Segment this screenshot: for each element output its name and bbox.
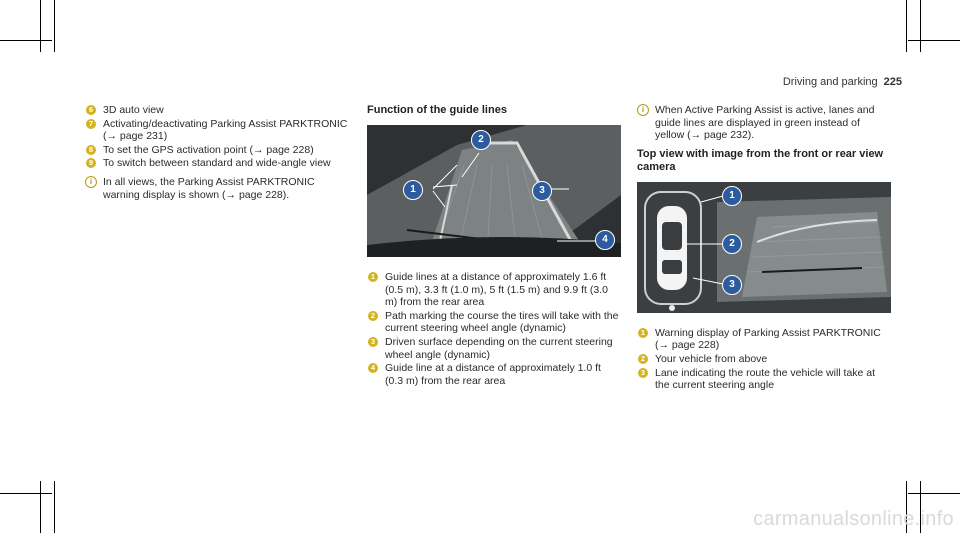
- list-item: 8 To set the GPS activation point (→ page…: [85, 144, 350, 157]
- item-number-badge: 2: [368, 310, 378, 321]
- callout-3: 3: [532, 181, 552, 201]
- crop-mark: [40, 481, 41, 533]
- info-note: i In all views, the Parking Assist PARKTR…: [85, 175, 350, 201]
- item-number-badge: 3: [368, 336, 378, 347]
- list-item: 6 3D auto view: [85, 104, 350, 117]
- item-text: Driven surface depending on the current …: [385, 335, 613, 361]
- crop-mark: [908, 40, 960, 41]
- item-text: 3D auto view: [103, 104, 164, 116]
- callout-2: 2: [722, 233, 742, 254]
- list-item: 3 Lane indicating the route the vehicle w…: [637, 367, 891, 392]
- list-item: 1 Warning display of Parking Assist PARKT…: [637, 327, 891, 352]
- item-text: Warning display of Parking Assist PARKTR…: [655, 326, 881, 352]
- list-item: 2 Your vehicle from above: [637, 353, 891, 366]
- item-number-badge: 8: [86, 144, 96, 155]
- list-item: 1 Guide lines at a distance of approximat…: [367, 271, 621, 309]
- item-text: Path marking the course the tires will t…: [385, 309, 619, 335]
- item-text: To switch between standard and wide-angl…: [103, 157, 331, 170]
- item-number-badge: 1: [368, 272, 378, 282]
- callout-1: 1: [722, 185, 742, 206]
- callout-3: 3: [722, 274, 742, 295]
- crop-mark: [906, 0, 907, 52]
- note-text: When Active Parking Assist is active, la…: [655, 104, 875, 142]
- page-header: Driving and parking 225: [783, 76, 902, 88]
- list-item: 4 Guide line at a distance of approximate…: [367, 362, 621, 387]
- item-number-badge: 6: [86, 105, 96, 115]
- list-item: 9 To switch between standard and wide-ang…: [85, 157, 350, 170]
- list-item: 7 Activating/deactivating Parking Assist …: [85, 118, 350, 143]
- callout-4: 4: [595, 230, 615, 250]
- item-number-badge: 7: [86, 118, 96, 129]
- crop-mark: [906, 481, 907, 533]
- item-text: Guide lines at a distance of approximate…: [385, 271, 608, 309]
- item-number-badge: 3: [638, 367, 648, 378]
- crop-mark: [0, 493, 52, 494]
- info-icon: i: [85, 175, 97, 188]
- crop-mark: [40, 0, 41, 52]
- callout-2: 2: [471, 130, 491, 150]
- note-text: In all views, the Parking Assist PARKTRO…: [103, 175, 315, 201]
- crop-mark: [54, 0, 55, 52]
- page-number: 225: [883, 76, 902, 88]
- item-number-badge: 2: [638, 353, 648, 364]
- crop-mark: [908, 493, 960, 494]
- column-1: 6 3D auto view 7 Activating/deactivating P…: [85, 104, 350, 202]
- info-icon: i: [637, 104, 649, 116]
- item-number-badge: 4: [368, 363, 378, 374]
- info-note: i When Active Parking Assist is active, l…: [637, 104, 891, 142]
- crop-mark: [920, 481, 921, 533]
- top-view-camera-image: 1 2 3: [637, 181, 891, 313]
- rear-camera-image: 1 2 3 4: [367, 125, 621, 257]
- camera-scene: [637, 181, 891, 313]
- item-text: Activating/deactivating Parking Assist P…: [103, 117, 348, 143]
- watermark: carmanualsonline.info: [753, 508, 954, 530]
- item-text: Lane indicating the route the vehicle wi…: [655, 366, 876, 392]
- list-item: 2 Path marking the course the tires will …: [367, 310, 621, 335]
- list-item: 3 Driven surface depending on the current…: [367, 336, 621, 361]
- section-heading: Function of the guide lines: [367, 104, 507, 116]
- item-text: Guide line at a distance of approximatel…: [385, 362, 601, 387]
- column-3: i When Active Parking Assist is active, l…: [637, 104, 891, 393]
- callout-1: 1: [403, 180, 423, 200]
- item-number-badge: 9: [86, 158, 96, 169]
- item-number-badge: 1: [638, 327, 648, 338]
- item-text: To set the GPS activation point (→ page …: [103, 143, 314, 156]
- crop-mark: [0, 40, 52, 41]
- section-title: Driving and parking: [782, 76, 878, 88]
- section-heading: Top view with image from the front or re…: [637, 147, 884, 173]
- item-text: Your vehicle from above: [655, 352, 768, 365]
- crop-mark: [920, 0, 921, 52]
- crop-mark: [54, 481, 55, 533]
